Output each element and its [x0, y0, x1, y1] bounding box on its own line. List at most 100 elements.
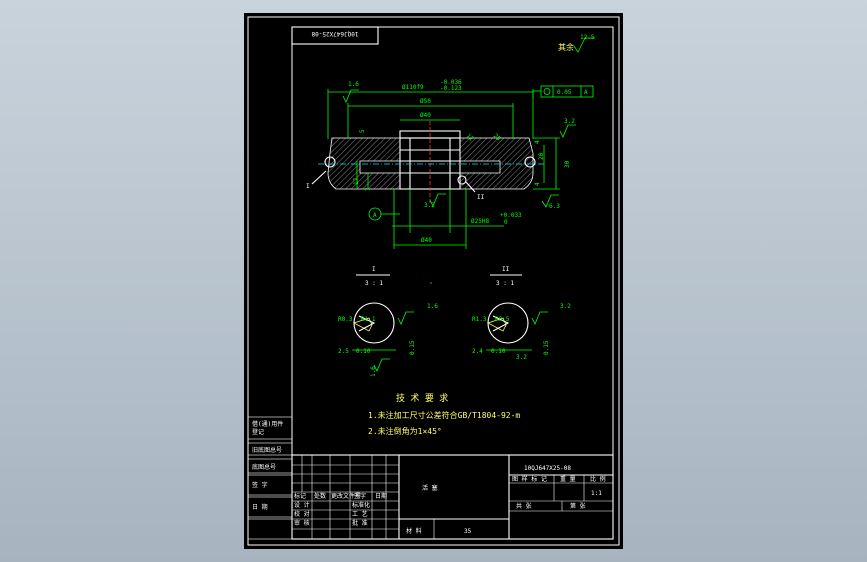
svg-text:借(通)用件: 借(通)用件: [252, 420, 283, 428]
svg-text:3.2: 3.2: [424, 202, 435, 209]
tech-requirements: 技 术 要 求 1.未注加工尺寸公差符合GB/T1804-92-m 2.未注倒角…: [368, 392, 520, 436]
svg-text:0.15: 0.15: [409, 340, 416, 355]
svg-text:7: 7: [365, 187, 372, 191]
section-right-half: [459, 137, 534, 190]
scale-value: 1:1: [591, 490, 602, 497]
dim-d40-bot: Ø40: [421, 237, 432, 244]
right-dimensions: 30 20 4 4 3.2 6.3: [533, 118, 576, 210]
left-side-table: 借(通)用件 登记 旧底图总号 底图总号 签 字 日 期: [247, 416, 293, 540]
inner-border: [291, 26, 614, 540]
groove-right: [524, 156, 536, 168]
svg-text:重 量: 重 量: [560, 475, 576, 483]
svg-text:日 期: 日 期: [252, 503, 268, 511]
svg-text:设 计: 设 计: [294, 501, 310, 509]
drawing-number-rotated: 10QJ647X25-08: [311, 30, 358, 37]
section-left-half: [327, 137, 401, 190]
svg-text:工 艺: 工 艺: [352, 510, 368, 518]
detail1-title: I: [372, 266, 376, 273]
svg-text:0.10: 0.10: [491, 348, 506, 355]
svg-text:R0.3: R0.3: [338, 316, 353, 323]
svg-text:2.4: 2.4: [472, 348, 483, 355]
svg-text:更改文件号: 更改文件号: [331, 492, 361, 500]
svg-text:审 核: 审 核: [294, 519, 310, 527]
drawing-sheet: 10QJ647X25-08 其余 12.5 Ø110f9 -0.036 -0.1…: [244, 13, 623, 549]
svg-text:签字: 签字: [354, 492, 366, 500]
roughness-16: [342, 89, 359, 103]
dim-d50: Ø50: [420, 98, 431, 105]
material-value: 35: [464, 528, 472, 535]
dim-d40-top: Ø40: [420, 112, 431, 119]
tech-line-2: 2.未注倒角为1×45°: [368, 426, 442, 436]
dim-d110-tol-top: -0.036: [440, 79, 462, 86]
detail-view-2: II 3 : 1 R1.3 R0.5 2.4 0.10 0.15 3.2 3.2: [472, 266, 571, 361]
svg-text:批 准: 批 准: [352, 519, 368, 527]
groove-left: [324, 156, 336, 168]
svg-text:比 例: 比 例: [590, 475, 606, 483]
svg-text:共 张: 共 张: [516, 502, 532, 510]
svg-text:3.2: 3.2: [564, 118, 575, 125]
tech-line-1: 1.未注加工尺寸公差符合GB/T1804-92-m: [368, 410, 520, 420]
drawing-canvas: 10QJ647X25-08 其余 12.5 Ø110f9 -0.036 -0.1…: [247, 16, 620, 546]
detail2-scale: 3 : 1: [496, 280, 514, 287]
view-mark-1: I: [306, 183, 310, 190]
svg-text:签 字: 签 字: [252, 481, 268, 489]
runout-tolerance: 0.05 A: [532, 85, 594, 98]
dim-d110: Ø110f9: [402, 84, 424, 91]
material-label: 材 料: [406, 527, 422, 535]
svg-text:2.5: 2.5: [338, 348, 349, 355]
svg-text:12: 12: [465, 132, 475, 142]
svg-text:0.10: 0.10: [356, 348, 371, 355]
svg-text:登记: 登记: [252, 428, 264, 436]
svg-text:R1.3: R1.3: [472, 316, 487, 323]
runout-datum: A: [584, 89, 588, 96]
dim-d110-tol-bot: -0.123: [440, 85, 462, 92]
dim-d25: Ø25H8: [471, 218, 489, 225]
left-dimensions: 5 17 7 I II 12 25: [306, 129, 502, 201]
dim-4b: 4: [534, 182, 541, 186]
svg-text:第 张: 第 张: [570, 502, 586, 510]
svg-text:25: 25: [492, 132, 502, 142]
svg-text:5: 5: [359, 129, 366, 133]
svg-text:1.6: 1.6: [348, 81, 359, 88]
svg-text:处数: 处数: [314, 492, 326, 500]
svg-text:3.2: 3.2: [560, 303, 571, 310]
svg-text:R0.5: R0.5: [495, 316, 510, 323]
dim-h20: 20: [538, 152, 545, 160]
svg-text:1.6: 1.6: [427, 303, 438, 310]
part-name: 活 塞: [422, 484, 438, 492]
runout-value: 0.05: [557, 89, 572, 96]
svg-text:校 对: 校 对: [294, 510, 310, 518]
svg-text:标准化: 标准化: [352, 501, 370, 509]
svg-text:旧底图总号: 旧底图总号: [252, 446, 282, 454]
svg-text:17: 17: [353, 177, 360, 185]
svg-text:标记: 标记: [294, 492, 306, 500]
datum-a: A: [373, 212, 377, 219]
svg-text:R1.1: R1.1: [361, 316, 376, 323]
svg-text:1.6: 1.6: [370, 366, 377, 377]
section-view: [318, 121, 544, 205]
svg-text:日期: 日期: [375, 492, 387, 500]
svg-text:底图总号: 底图总号: [252, 463, 276, 471]
detail2-title: II: [502, 266, 510, 273]
detail-view-1: I 3 : 1 R0.3 R1.1 2.5 0.10 0.15 1.6 1.6: [338, 266, 438, 377]
svg-text:+0.033: +0.033: [500, 212, 522, 219]
bottom-dimensions: A Ø25H8 +0.033 0 Ø40 3.2: [368, 189, 522, 249]
title-block: 标记 处数 更改文件号 签字 日期 设 计 校 对 审 核 标准化 工 艺 批 …: [291, 454, 614, 540]
dim-4: 4: [534, 140, 541, 144]
outer-border: [247, 16, 620, 546]
view-mark-2: II: [477, 194, 485, 201]
svg-text:0: 0: [504, 219, 508, 226]
roughness-rest-symbol: [573, 37, 595, 53]
tech-title: 技 术 要 求: [396, 392, 448, 404]
roughness-note: 其余: [558, 42, 574, 52]
title-drawing-number: 10QJ647X25-08: [524, 465, 571, 472]
svg-text:图 样 标 记: 图 样 标 记: [512, 475, 547, 483]
top-dimensions: Ø110f9 -0.036 -0.123 Ø50 Ø40 1.6: [327, 79, 534, 139]
roughness-rest-value: 12.5: [580, 34, 595, 41]
svg-text:3.2: 3.2: [516, 354, 527, 361]
drawing-number-box: [291, 26, 379, 45]
dim-h30: 30: [564, 160, 571, 168]
detail1-scale: 3 : 1: [365, 280, 383, 287]
svg-text:6.3: 6.3: [549, 203, 560, 210]
svg-text:0.15: 0.15: [543, 340, 550, 355]
